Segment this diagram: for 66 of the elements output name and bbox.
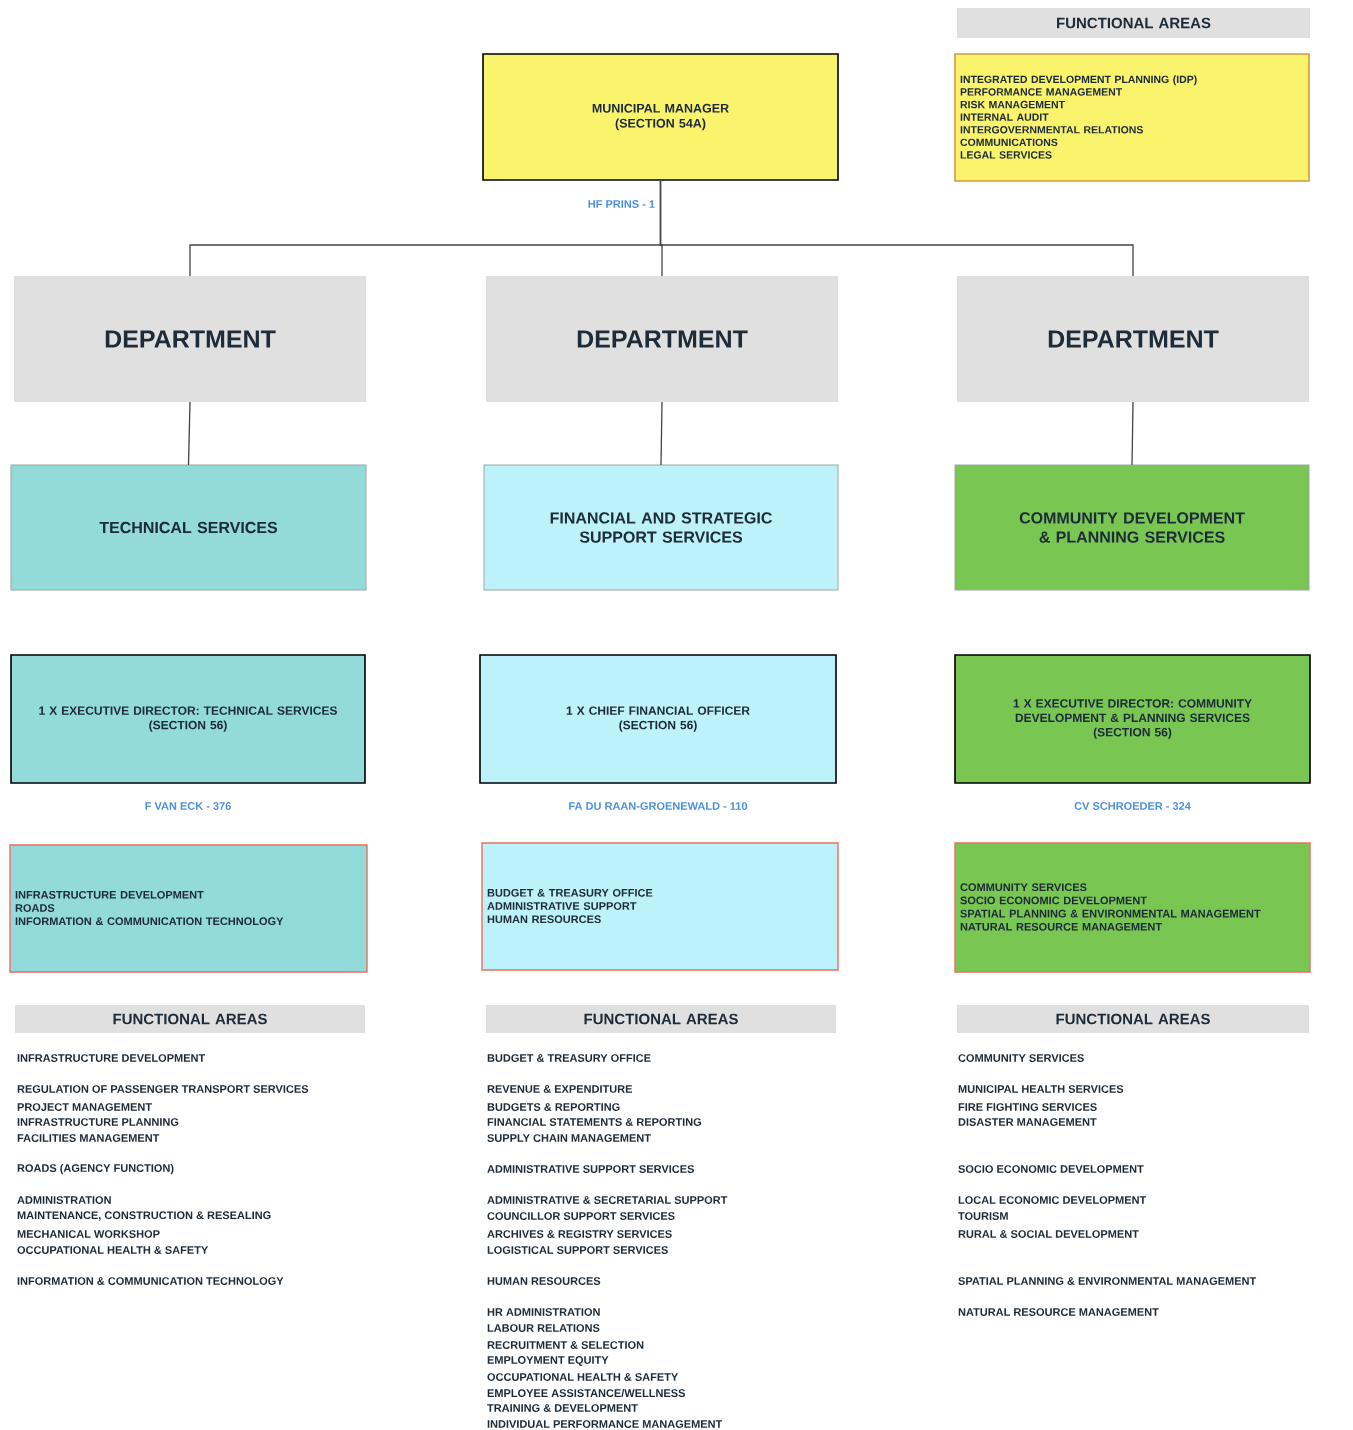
manager-box: MUNICIPAL MANAGER (SECTION 54A) <box>482 53 839 181</box>
function-item: ROADS (AGENCY FUNCTION) <box>17 1163 174 1175</box>
function-item: EMPLOYMENT EQUITY <box>487 1356 609 1366</box>
function-item: REGULATION OF PASSENGER TRANSPORT SERVICES <box>17 1085 309 1093</box>
function-item: INFRASTRUCTURE PLANNING <box>17 1118 179 1126</box>
function-item: LOCAL ECONOMIC DEVELOPMENT <box>958 1196 1147 1204</box>
functions-box: INTEGRATED DEVELOPMENT PLANNING (IDP) PERFORMANCE MANAGEMENT RISK MANAGEMENT INTERNAL AUDIT INTERGOVERNMENTAL RELATIONS COMMUNICATIONS LEGAL SERVICES <box>954 53 1310 182</box>
function-item: LABOUR RELATIONS <box>487 1324 600 1332</box>
functions-box: COMMUNITY SERVICES SOCIO ECONOMIC DEVELOPMENT SPATIAL PLANNING & ENVIRONMENTAL MANAGEMENT NATURAL RESOURCE MANAGEMENT <box>954 842 1311 973</box>
function-item: BUDGET & TREASURY OFFICE <box>487 1054 651 1062</box>
functions-box: INFRASTRUCTURE DEVELOPMENT ROADS INFORMATION & COMMUNICATION TECHNOLOGY <box>9 844 368 973</box>
functions-box: BUDGET & TREASURY OFFICE ADMINISTRATIVE SUPPORT HUMAN RESOURCES <box>481 842 839 971</box>
service-box: COMMUNITY DEVELOPMENT & PLANNING SERVICES <box>954 464 1310 591</box>
function-item: HR ADMINISTRATION <box>487 1308 600 1316</box>
function-item: MAINTENANCE, CONSTRUCTION & RESEALING <box>17 1211 271 1221</box>
function-item: RURAL & SOCIAL DEVELOPMENT <box>958 1230 1139 1238</box>
function-item: INFORMATION & COMMUNICATION TECHNOLOGY <box>17 1277 284 1285</box>
department-box: DEPARTMENT <box>14 276 366 402</box>
heading-band: FUNCTIONAL AREAS <box>957 8 1310 38</box>
function-item: PROJECT MANAGEMENT <box>17 1103 152 1111</box>
function-item: OCCUPATIONAL HEALTH & SAFETY <box>487 1373 679 1381</box>
function-item: ADMINISTRATION <box>17 1196 111 1204</box>
connector-line <box>187 401 191 466</box>
function-item: MUNICIPAL HEALTH SERVICES <box>958 1085 1124 1093</box>
service-box: FINANCIAL AND STRATEGIC SUPPORT SERVICES <box>483 464 839 591</box>
function-item: SOCIO ECONOMIC DEVELOPMENT <box>958 1165 1144 1173</box>
function-item: INDIVIDUAL PERFORMANCE MANAGEMENT <box>487 1420 723 1428</box>
function-item: REVENUE & EXPENDITURE <box>487 1085 632 1093</box>
function-item: SPATIAL PLANNING & ENVIRONMENTAL MANAGEMENT <box>958 1277 1257 1285</box>
person-name: F VAN ECK - 376 <box>145 802 231 810</box>
function-item: SUPPLY CHAIN MANAGEMENT <box>487 1134 651 1142</box>
function-item: TRAINING & DEVELOPMENT <box>487 1404 638 1412</box>
service-box: TECHNICAL SERVICES <box>10 464 367 591</box>
function-item: ADMINISTRATIVE SUPPORT SERVICES <box>487 1165 694 1173</box>
function-item: EMPLOYEE ASSISTANCE/WELLNESS <box>487 1388 685 1398</box>
connector-line <box>659 179 1134 277</box>
function-item: INFRASTRUCTURE DEVELOPMENT <box>17 1054 206 1062</box>
function-item: COMMUNITY SERVICES <box>958 1054 1084 1062</box>
person-name: HF PRINS - 1 <box>588 200 655 208</box>
director-box: 1 X EXECUTIVE DIRECTOR: TECHNICAL SERVICES (SECTION 56) <box>10 654 366 784</box>
function-item: ADMINISTRATIVE & SECRETARIAL SUPPORT <box>487 1196 728 1204</box>
function-item: MECHANICAL WORKSHOP <box>17 1230 160 1238</box>
function-item: BUDGETS & REPORTING <box>487 1103 620 1111</box>
person-name: CV SCHROEDER - 324 <box>1074 802 1191 810</box>
department-box: DEPARTMENT <box>486 276 838 402</box>
function-item: FIRE FIGHTING SERVICES <box>958 1103 1097 1111</box>
function-item: FACILITIES MANAGEMENT <box>17 1134 160 1142</box>
director-box: 1 X CHIEF FINANCIAL OFFICER (SECTION 56) <box>479 654 837 784</box>
person-name: FA DU RAAN-GROENEWALD - 110 <box>569 802 748 810</box>
department-box: DEPARTMENT <box>957 276 1309 402</box>
function-item: ARCHIVES & REGISTRY SERVICES <box>487 1230 672 1238</box>
heading-band: FUNCTIONAL AREAS <box>15 1005 365 1033</box>
function-item: NATURAL RESOURCE MANAGEMENT <box>958 1308 1159 1316</box>
function-item: OCCUPATIONAL HEALTH & SAFETY <box>17 1246 209 1254</box>
function-item: DISASTER MANAGEMENT <box>958 1118 1097 1126</box>
heading-band: FUNCTIONAL AREAS <box>957 1005 1309 1033</box>
heading-band: FUNCTIONAL AREAS <box>486 1005 836 1033</box>
director-box: 1 X EXECUTIVE DIRECTOR: COMMUNITY DEVELOPMENT & PLANNING SERVICES (SECTION 56) <box>954 654 1311 784</box>
connector-line <box>660 401 663 466</box>
function-item: RECRUITMENT & SELECTION <box>487 1341 644 1349</box>
function-item: FINANCIAL STATEMENTS & REPORTING <box>487 1118 701 1126</box>
connector-line <box>1131 401 1134 466</box>
function-item: COUNCILLOR SUPPORT SERVICES <box>487 1212 675 1220</box>
function-item: HUMAN RESOURCES <box>487 1277 601 1285</box>
function-item: TOURISM <box>958 1212 1008 1220</box>
function-item: LOGISTICAL SUPPORT SERVICES <box>487 1246 668 1254</box>
